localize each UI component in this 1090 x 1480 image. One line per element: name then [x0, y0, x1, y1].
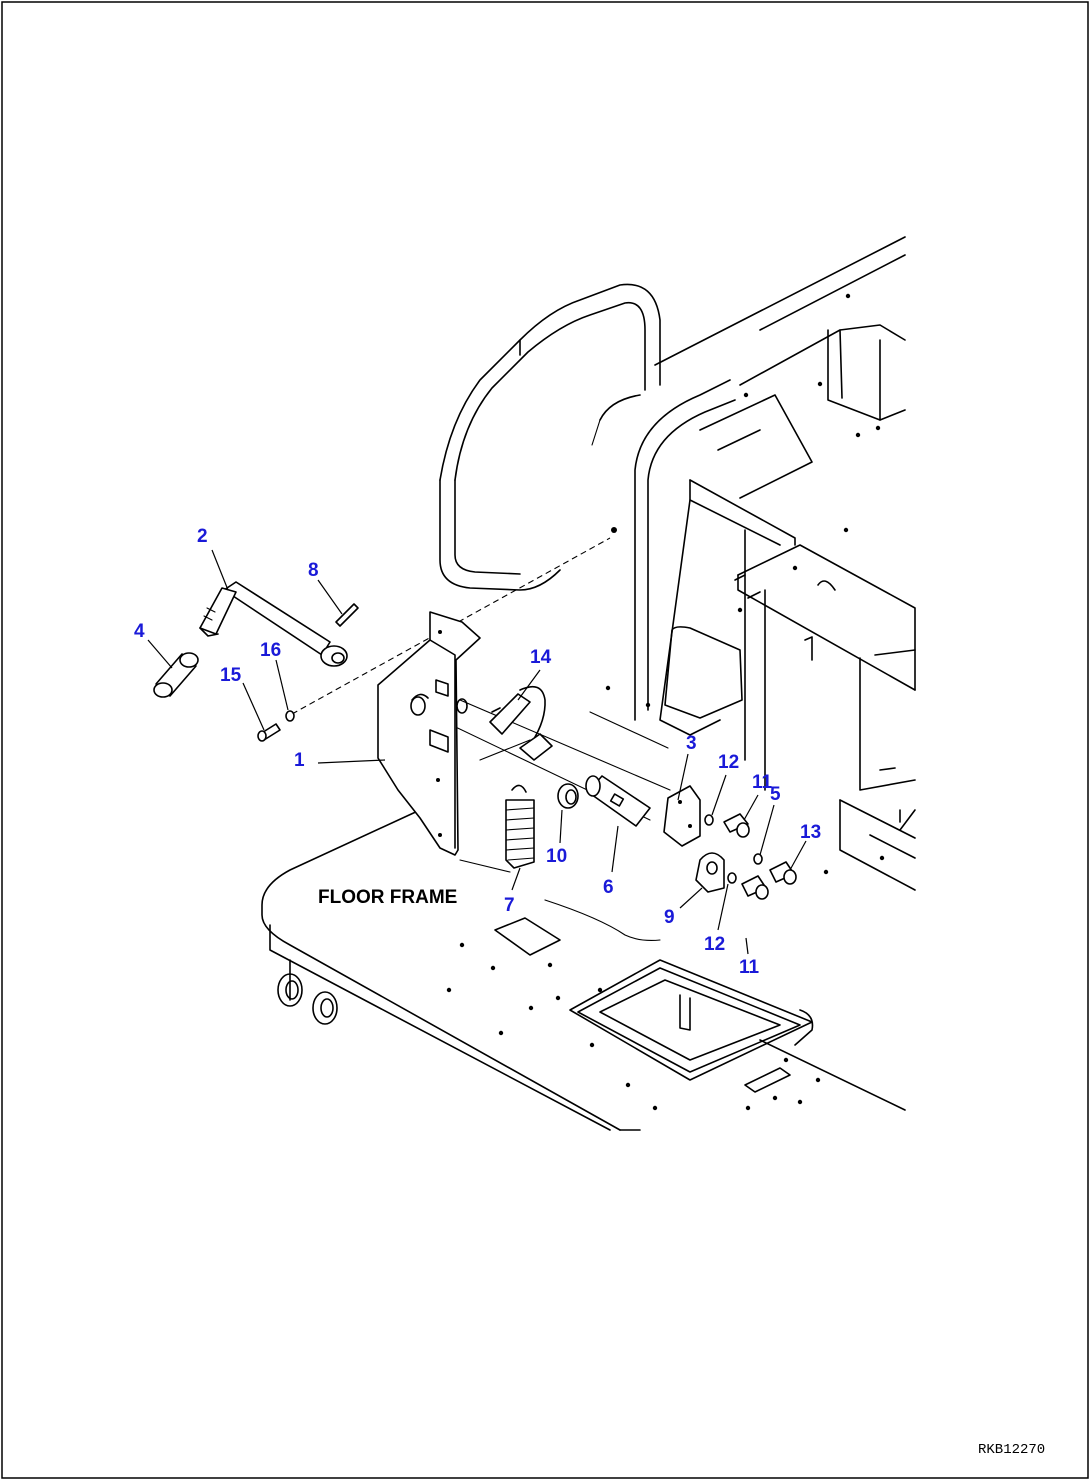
callout-4: 4	[134, 621, 145, 642]
washer-part-5	[753, 853, 763, 865]
plate-part-3	[663, 785, 701, 847]
bolt-part-13	[769, 861, 797, 885]
callout-7: 7	[504, 895, 515, 916]
bolt-part-15	[257, 723, 281, 742]
callout-6: 6	[603, 877, 614, 898]
spring-part-7	[505, 784, 535, 869]
callout-2: 2	[197, 526, 208, 547]
grip-part-4	[153, 652, 199, 698]
callout-8: 8	[308, 560, 319, 581]
callout-14: 14	[530, 647, 552, 668]
callout-10: 10	[546, 846, 567, 867]
callout-5: 5	[770, 784, 781, 805]
callout-12-lower: 12	[704, 934, 725, 955]
lever-part-2	[199, 581, 348, 667]
floor-frame	[261, 293, 906, 1131]
cab-frame	[439, 236, 916, 891]
callout-11-lower: 11	[739, 957, 760, 978]
callout-1: 1	[294, 750, 305, 771]
figure-id: RKB12270	[978, 1442, 1045, 1458]
callout-12-upper: 12	[718, 752, 739, 773]
callout-16: 16	[260, 640, 281, 661]
callout-3: 3	[686, 733, 697, 754]
leader-lines	[147, 549, 807, 955]
washer-part-12-upper	[704, 814, 714, 826]
bushing-part-10	[557, 783, 579, 809]
callout-13: 13	[800, 822, 821, 843]
callout-9: 9	[664, 907, 675, 928]
bracket-part-1	[377, 611, 481, 856]
cylinder-part-6	[585, 775, 651, 827]
bolt-part-11-upper	[723, 813, 750, 838]
assembly-lines	[291, 537, 671, 821]
clamp-part-9	[695, 852, 725, 893]
washer-part-12-lower	[727, 872, 737, 884]
callout-11-upper: 11	[752, 772, 773, 793]
washer-part-16	[285, 710, 295, 722]
floor-frame-label: FLOOR FRAME	[318, 887, 457, 908]
callout-labels: 1 2 3 4 5 6 7 8 9 10 11 12 13 14 15 16 1…	[134, 526, 821, 978]
bolt-part-11-lower	[741, 875, 769, 900]
switch-part-14	[489, 685, 553, 761]
callout-15: 15	[220, 665, 242, 686]
pin-part-8	[335, 603, 359, 627]
